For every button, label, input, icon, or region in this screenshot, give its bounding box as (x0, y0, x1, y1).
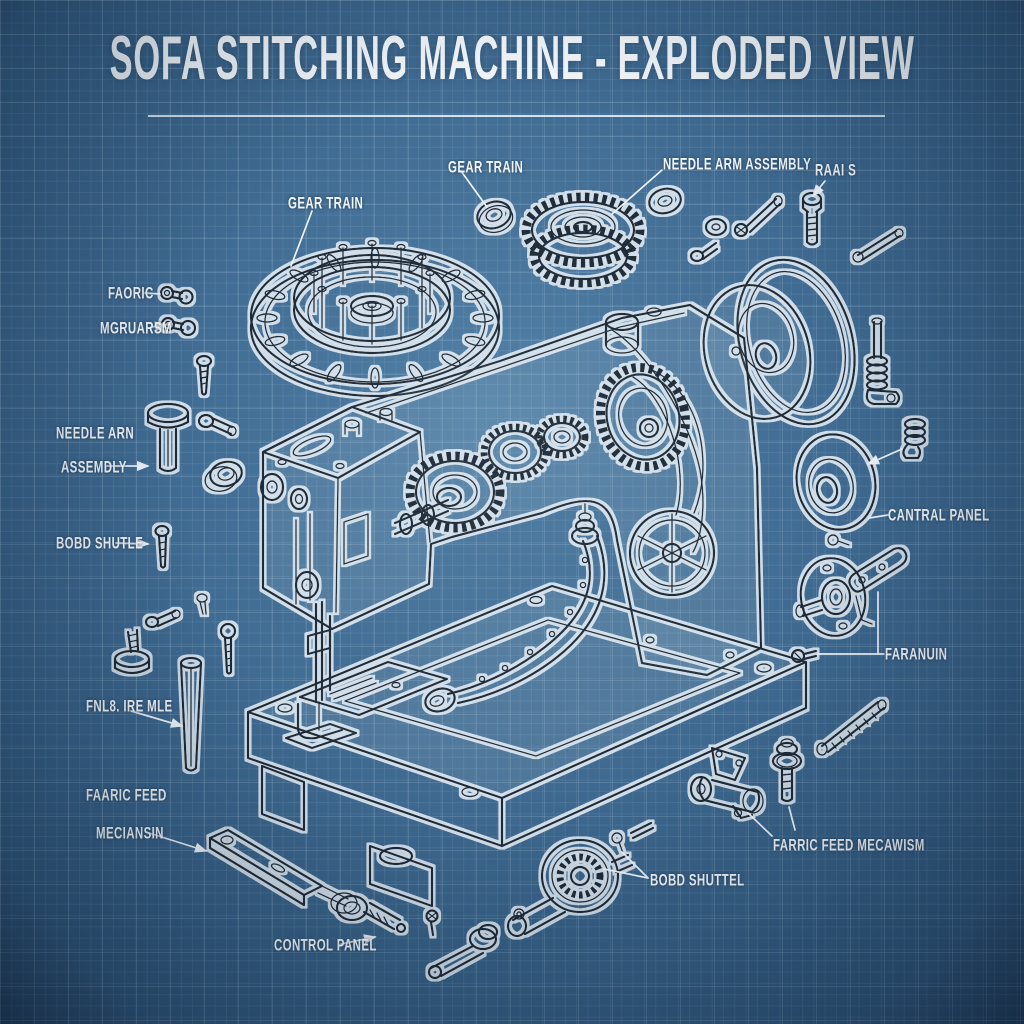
part-label-bobd-shuttel: BOBD SHUTTEL (650, 871, 745, 890)
part-label-faaric-feed: FAARIC FEED (86, 786, 167, 805)
page-title: SOFA STITCHING MACHINE - EXPLODED VIEW (109, 24, 915, 94)
part-label-control-panel: CONTROL PANEL (274, 936, 377, 955)
top-right-fasteners (689, 191, 904, 263)
leader-lines (106, 169, 903, 945)
part-label-gear-train-left: GEAR TRAIN (288, 194, 364, 213)
part-label-faoric: FAORIC (108, 284, 154, 303)
part-label-cantral-panel: CANTRAL PANEL (888, 506, 990, 525)
part-label-mgruarsm: MGRUARSM (100, 319, 172, 338)
part-label-needle-arm-assembly: NEEDLE ARM ASSEMBLY (663, 155, 812, 174)
gear-stack (476, 187, 728, 288)
part-label-mecian-sin: MECIANSIN (96, 824, 164, 843)
part-label-fnl8: FNL8. IRE MLE (86, 697, 173, 716)
part-label-faranuin: FARANUIN (885, 645, 948, 664)
part-label-bobd-shutle: BOBD SHUTLE (56, 534, 144, 553)
part-label-gear-train-top: GEAR TRAIN (448, 158, 524, 177)
page-title-wrap: SOFA STITCHING MACHINE - EXPLODED VIEW (0, 24, 1024, 94)
part-label-raai-s: RAAI S (815, 161, 857, 180)
part-label-needle-arn: NEEDLE ARN (56, 424, 135, 443)
part-label-assemdly: ASSEMDLY (61, 458, 127, 477)
part-label-farric-feed-mecawism: FARRIC FEED MECAWISM (773, 836, 925, 855)
title-underline (148, 115, 885, 117)
